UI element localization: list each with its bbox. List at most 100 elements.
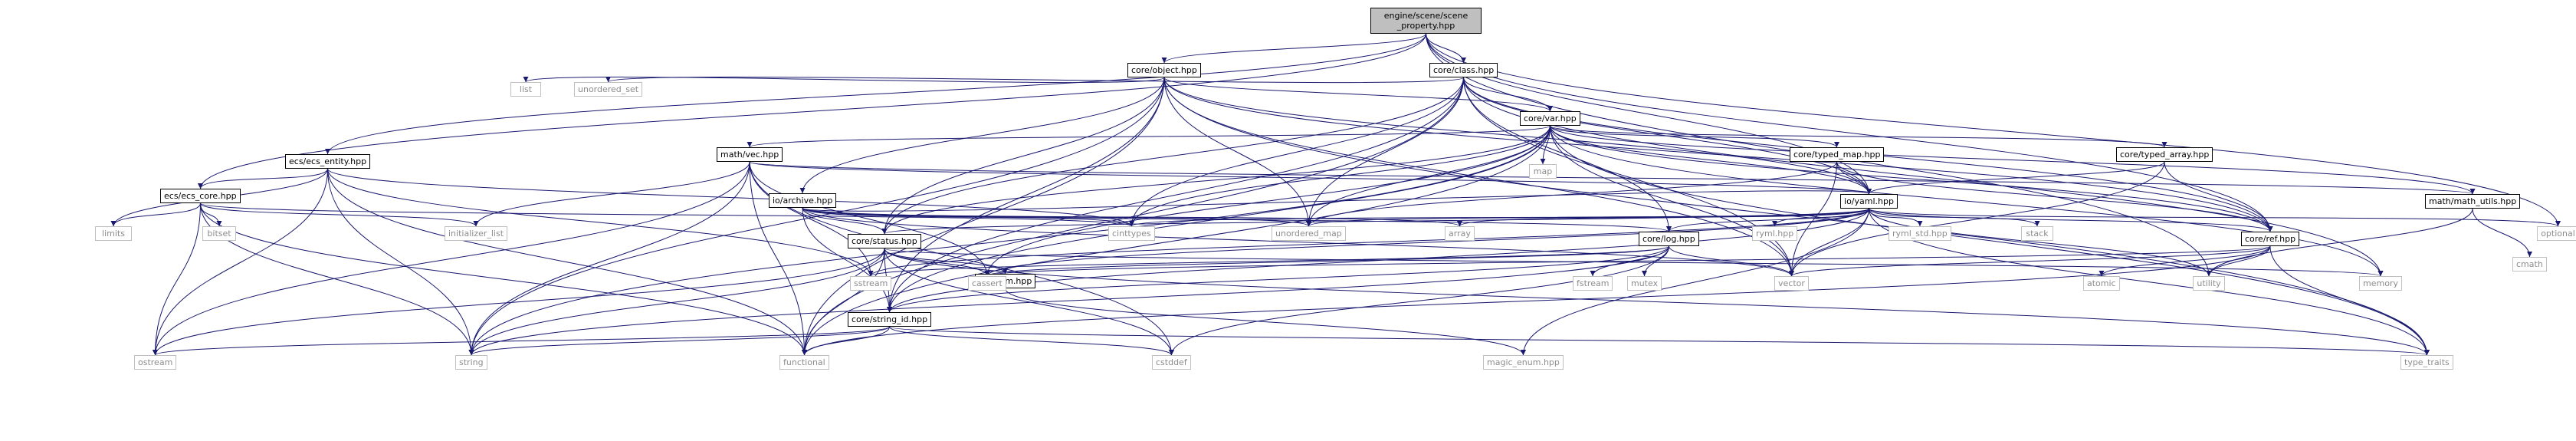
edge-core-object-to-io-yaml [1163,77,1872,195]
edge-root-to-optional [1426,33,2561,227]
edge-core-class-to-core-status [881,77,1464,235]
graph-node-magic-enum: magic_enum.hpp [1483,355,1564,370]
edge-core-status-to-memory [884,248,2383,277]
edge-io-yaml-to-core-status [881,208,1869,235]
edge-io-yaml-to-cassert [984,208,1869,277]
edge-math-vec-to-ostream [153,161,750,356]
edge-core-object-to-core-status [881,77,1165,235]
graph-node-memory: memory [2359,276,2402,291]
edge-root-to-ecs-entity [325,33,1426,155]
edge-ecs-core-to-initializer-list [200,202,479,227]
edge-io-yaml-to-sstream [868,208,1869,277]
edge-core-object-to-list [523,76,1165,84]
graph-node-list: list [510,82,541,97]
edge-core-var-to-vector [1550,125,1794,277]
edge-io-archive-to-cinttypes [802,207,1134,227]
edge-core-var-to-core-ref [1550,125,2273,232]
edge-math-utils-to-utility [2206,208,2473,277]
edge-core-ref-to-type-traits [2269,245,2430,356]
edge-io-yaml-to-core-ref [1869,208,2273,232]
edge-core-log-to-string [468,245,1669,356]
edge-ecs-core-to-string [200,202,474,356]
graph-node-core-typed-array[interactable]: core/typed_array.hpp [2116,147,2213,162]
graph-node-vector: vector [1774,276,1809,291]
edge-io-archive-to-unordered-map [802,207,1311,227]
graph-node-core-typed-map[interactable]: core/typed_map.hpp [1790,147,1885,162]
edge-core-status-to-string [468,248,885,356]
graph-node-array: array [1445,226,1475,241]
graph-node-mutex: mutex [1627,276,1662,291]
edge-core-var-to-type-traits [1550,125,2430,356]
edge-core-typed-map-to-core-ref [1836,161,2273,232]
edge-ecs-core-to-limits [110,202,201,227]
edge-math-vec-to-math-utils [749,161,2475,195]
graph-node-unordered-map: unordered_map [1272,226,1346,241]
graph-node-io-yaml[interactable]: io/yaml.hpp [1840,194,1898,209]
edge-ecs-entity-to-ostream [153,168,328,356]
edge-io-yaml-to-core-log [1666,208,1869,232]
graph-node-core-object[interactable]: core/object.hpp [1127,63,1201,77]
edge-core-var-to-memory [1550,125,2384,277]
graph-node-ecs-entity[interactable]: ecs/ecs_entity.hpp [285,154,371,169]
graph-node-core-status[interactable]: core/status.hpp [848,234,921,248]
edge-ecs-entity-to-ecs-core [198,168,328,189]
edge-core-class-to-memory [1463,77,2384,277]
edge-core-object-to-io-archive [799,77,1165,194]
edge-core-ref-to-vector [1789,245,2271,277]
graph-node-ecs-core[interactable]: ecs/ecs_core.hpp [160,189,241,203]
edge-io-enum-to-magic-enum [1005,288,1526,356]
edge-core-class-to-cinttypes [1129,77,1464,227]
graph-node-fstream: fstream [1573,276,1613,291]
graph-node-limits: limits [95,226,132,241]
edge-io-yaml-to-optional [1869,208,2561,227]
graph-node-initializer-list: initializer_list [445,226,508,241]
edge-io-yaml-to-magic-enum [1521,208,1869,356]
edge-core-log-to-sstream [868,245,1669,277]
edge-ecs-core-to-cinttypes [200,202,1134,227]
graph-node-utility: utility [2193,276,2225,291]
edge-core-var-to-cinttypes [1129,125,1551,227]
edge-core-string-id-to-string [468,326,890,356]
edge-core-ref-to-utility [2206,245,2271,277]
graph-node-core-log[interactable]: core/log.hpp [1639,232,1699,246]
edge-core-object-to-core-string-id [887,77,1165,313]
edge-core-ref-to-atomic [2099,245,2271,277]
edge-core-var-to-cassert [984,125,1551,277]
graph-node-core-var[interactable]: core/var.hpp [1520,111,1580,126]
edge-io-archive-to-io-yaml [802,188,1872,212]
edge-core-class-to-unordered-map [1306,77,1464,227]
graph-node-core-ref[interactable]: core/ref.hpp [2241,232,2300,246]
graph-node-unordered-set: unordered_set [574,82,643,97]
edge-core-status-to-io-enum [884,248,1008,275]
graph-node-core-class[interactable]: core/class.hpp [1429,63,1498,77]
edge-core-ref-to-cassert [985,245,2271,277]
graph-node-cstddef: cstddef [1152,355,1191,370]
graph-node-bitset: bitset [202,226,236,241]
graph-node-cassert: cassert [968,276,1006,291]
edge-core-var-to-string [468,125,1551,356]
edge-core-var-to-core-status [881,125,1551,235]
edge-math-vec-to-sstream [749,161,874,277]
edge-ecs-core-to-ostream [153,202,201,356]
edge-core-status-to-type-traits [884,248,2430,356]
edge-root-to-io-yaml [1426,33,1872,195]
graph-node-io-archive[interactable]: io/archive.hpp [769,193,837,208]
edge-core-object-to-core-var [1163,77,1553,112]
edge-ecs-entity-to-string [327,168,474,356]
edge-io-yaml-to-stack [1869,208,2040,227]
graph-node-core-string-id[interactable]: core/string_id.hpp [848,312,932,327]
graph-node-atomic: atomic [2083,276,2120,291]
graph-node-cinttypes: cinttypes [1108,226,1155,241]
edge-io-yaml-to-vector [1789,208,1869,277]
edge-math-vec-to-string [468,161,750,356]
edge-core-string-id-to-ostream [153,326,890,356]
edge-io-yaml-to-type-traits [1869,208,2430,356]
graph-node-math-utils[interactable]: math/math_utils.hpp [2425,194,2521,209]
graph-node-math-vec[interactable]: math/vec.hpp [717,147,783,162]
edge-io-archive-to-core-string-id [802,207,892,313]
edge-core-typed-array-to-io-yaml [1866,161,2165,195]
edge-core-log-to-vector [1669,245,1794,277]
edge-core-status-to-functional [802,248,885,356]
edge-core-typed-array-to-vector [1789,161,2165,277]
